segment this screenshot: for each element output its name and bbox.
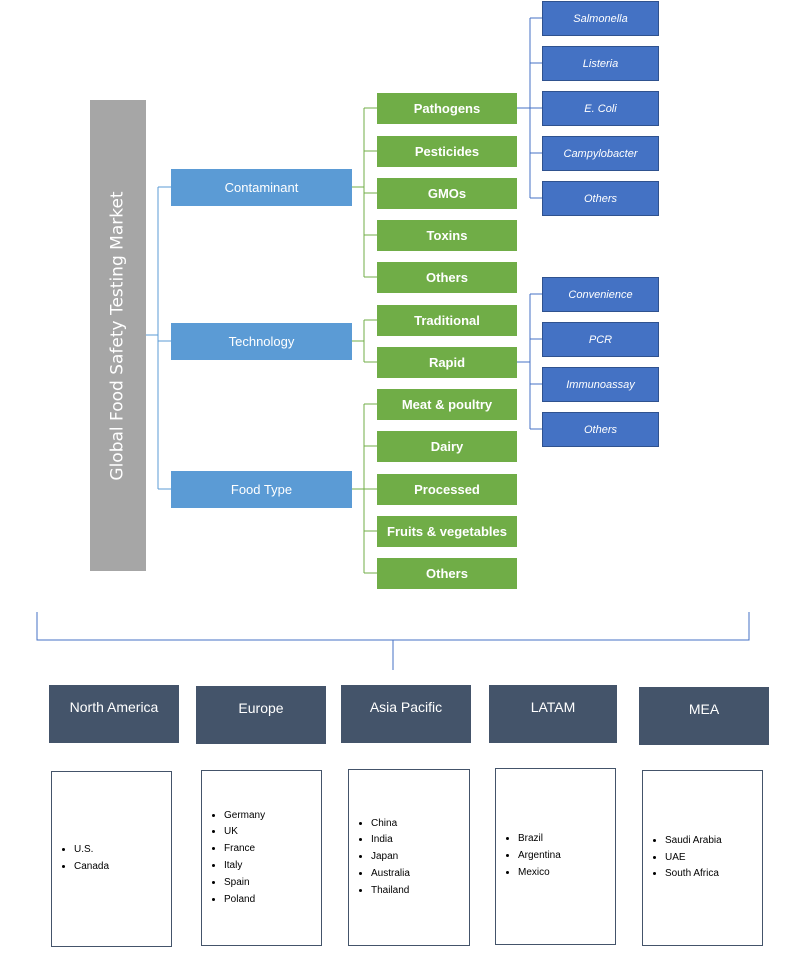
- node-pesticides: Pesticides: [377, 136, 517, 167]
- node-salmonella: Salmonella: [542, 1, 659, 36]
- node-toxins: Toxins: [377, 220, 517, 251]
- connector-pathogens: [517, 17, 542, 199]
- connector-rapid: [517, 293, 542, 430]
- root-node: Global Food Safety Testing Market: [90, 100, 146, 571]
- node-meat-poultry: Meat & poultry: [377, 389, 517, 420]
- connector-food-type: [352, 403, 377, 574]
- node-processed: Processed: [377, 474, 517, 505]
- country-list-asia-pacific: China India Japan Australia Thailand: [348, 769, 470, 946]
- country-item: U.S.: [74, 842, 109, 859]
- country-item: Mexico: [518, 865, 561, 882]
- node-e-coli: E. Coli: [542, 91, 659, 126]
- country-list-north-america: U.S. Canada: [51, 771, 172, 947]
- node-food-type-others: Others: [377, 558, 517, 589]
- connector-technology: [352, 319, 377, 363]
- node-gmos: GMOs: [377, 178, 517, 209]
- country-list-europe: Germany UK France Italy Spain Poland: [201, 770, 322, 946]
- country-item: India: [371, 832, 410, 849]
- node-technology: Technology: [171, 323, 352, 360]
- country-item: Thailand: [371, 883, 410, 900]
- root-label: Global Food Safety Testing Market: [108, 190, 129, 481]
- node-rapid: Rapid: [377, 347, 517, 378]
- node-immunoassay: Immunoassay: [542, 367, 659, 402]
- node-contaminant: Contaminant: [171, 169, 352, 206]
- region-north-america: North America: [49, 685, 179, 743]
- country-item: Canada: [74, 859, 109, 876]
- node-campylobacter: Campylobacter: [542, 136, 659, 171]
- country-item: Japan: [371, 849, 410, 866]
- region-latam: LATAM: [489, 685, 617, 743]
- node-dairy: Dairy: [377, 431, 517, 462]
- connector-region-bracket: [36, 612, 750, 670]
- country-item: UAE: [665, 850, 722, 867]
- region-mea: MEA: [639, 687, 769, 745]
- connector-contaminant: [352, 107, 377, 278]
- region-europe: Europe: [196, 686, 326, 744]
- region-asia-pacific: Asia Pacific: [341, 685, 471, 743]
- country-item: South Africa: [665, 866, 722, 883]
- country-item: Spain: [224, 875, 265, 892]
- country-item: Italy: [224, 858, 265, 875]
- node-traditional: Traditional: [377, 305, 517, 336]
- node-convenience: Convenience: [542, 277, 659, 312]
- country-item: Germany: [224, 808, 265, 825]
- country-list-latam: Brazil Argentina Mexico: [495, 768, 616, 945]
- node-contaminant-others: Others: [377, 262, 517, 293]
- node-listeria: Listeria: [542, 46, 659, 81]
- node-pathogens: Pathogens: [377, 93, 517, 124]
- country-item: Saudi Arabia: [665, 833, 722, 850]
- node-pcr: PCR: [542, 322, 659, 357]
- country-list-mea: Saudi Arabia UAE South Africa: [642, 770, 763, 946]
- node-food-type: Food Type: [171, 471, 352, 508]
- country-item: Argentina: [518, 848, 561, 865]
- country-item: China: [371, 816, 410, 833]
- connector-root: [146, 186, 171, 490]
- country-item: UK: [224, 824, 265, 841]
- node-rapid-others: Others: [542, 412, 659, 447]
- node-pathogens-others: Others: [542, 181, 659, 216]
- country-item: Poland: [224, 892, 265, 909]
- country-item: Brazil: [518, 831, 561, 848]
- country-item: Australia: [371, 866, 410, 883]
- country-item: France: [224, 841, 265, 858]
- node-fruits-vegetables: Fruits & vegetables: [377, 516, 517, 547]
